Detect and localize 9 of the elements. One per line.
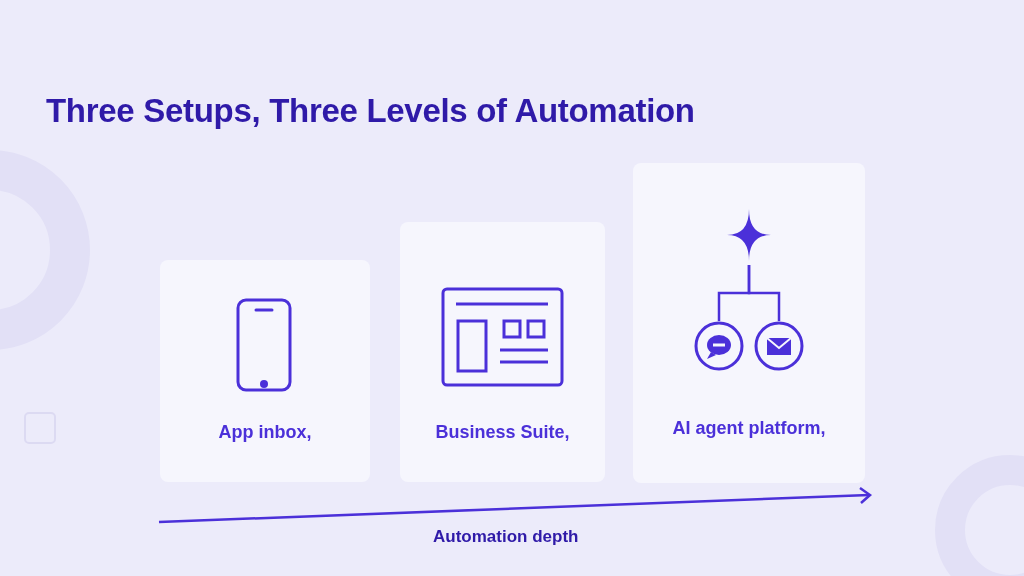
card-label: Business Suite, bbox=[434, 422, 571, 443]
card-label: AI agent platform, bbox=[671, 418, 827, 439]
card bbox=[160, 260, 370, 482]
card bbox=[633, 163, 865, 483]
card-label: App inbox, bbox=[217, 422, 313, 443]
axis-label: Automation depth bbox=[433, 527, 579, 547]
connector-line bbox=[747, 265, 781, 321]
title: Three Setups, Three Levels of Automation bbox=[46, 92, 695, 130]
card bbox=[400, 222, 605, 482]
